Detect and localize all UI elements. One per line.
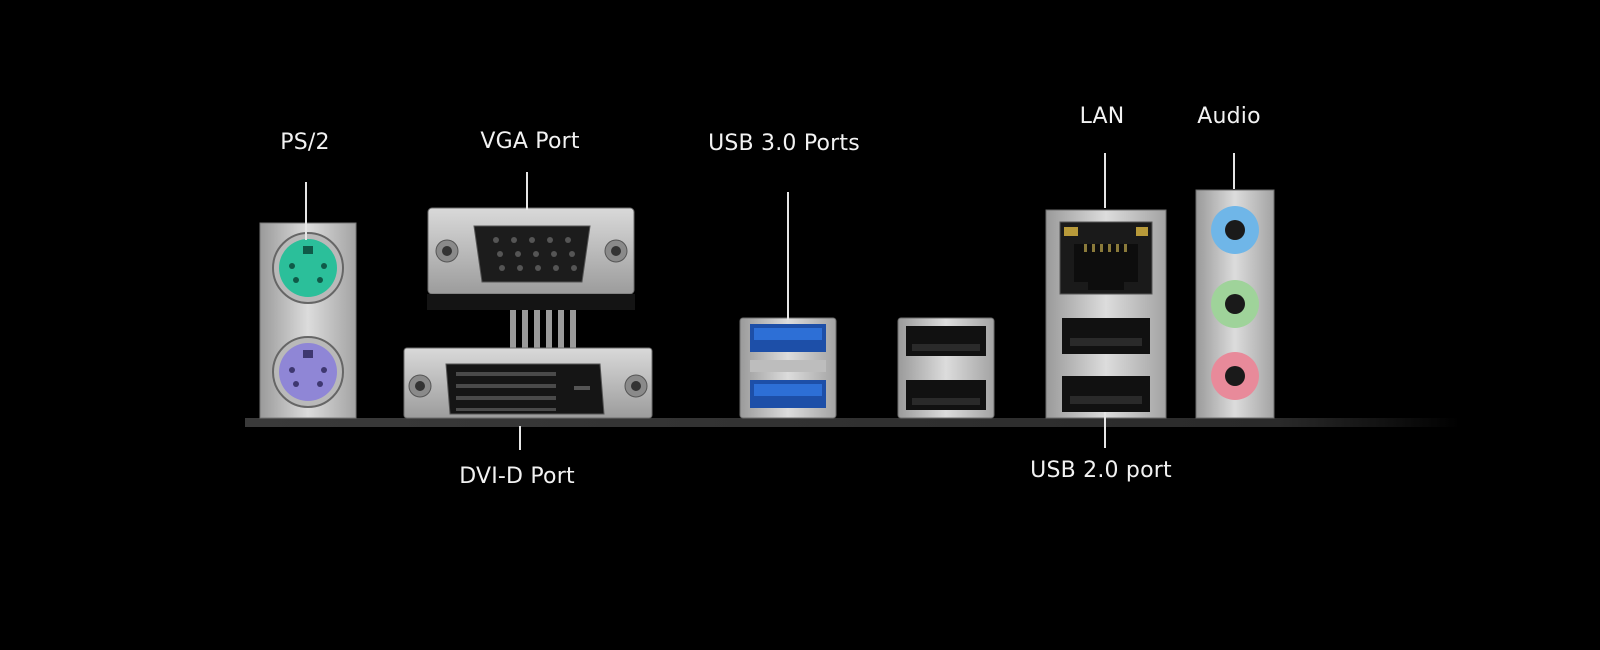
vga-connector [427, 207, 635, 348]
motherboard-edge [245, 418, 1460, 427]
audio-connector [1195, 189, 1275, 419]
dvi-leader-line [519, 426, 521, 450]
ps2-leader-line [305, 182, 307, 240]
dvi-connector [403, 347, 653, 419]
lan-label: LAN [1079, 104, 1125, 129]
vga-port-label: VGA Port [480, 129, 580, 154]
lan-usb-connector [1045, 209, 1167, 419]
dvi-d-port-label: DVI-D Port [459, 464, 575, 489]
audio-label: Audio [1197, 104, 1261, 129]
vga-leader-line [526, 172, 528, 210]
ps2-connector [259, 222, 357, 419]
usb3-ports-label: USB 3.0 Ports [708, 131, 860, 156]
lan-leader-line [1104, 153, 1106, 208]
audio-leader-line [1233, 153, 1235, 189]
usb2-leader-line [1104, 412, 1106, 448]
ps2-label: PS/2 [280, 130, 330, 155]
usb3-leader-line [787, 192, 789, 320]
usb3-connector [739, 317, 837, 419]
usb2-connector-middle [897, 317, 995, 419]
usb2-port-label: USB 2.0 port [1030, 458, 1172, 483]
